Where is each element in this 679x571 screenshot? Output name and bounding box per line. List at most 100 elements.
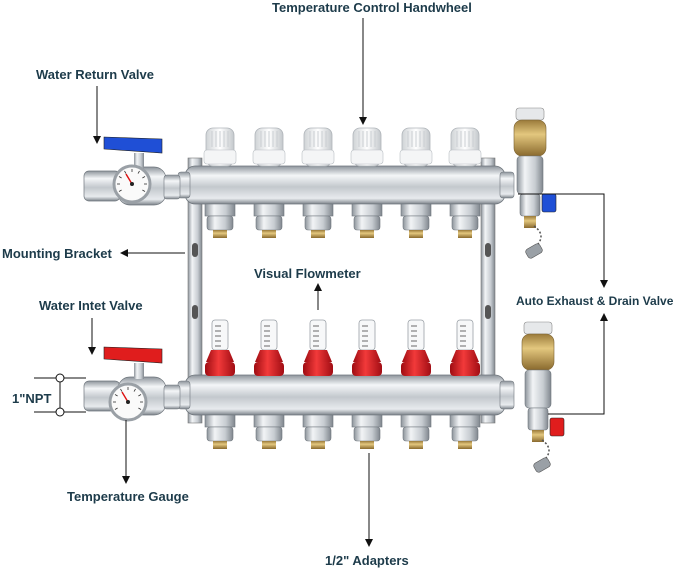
valve-handle [103, 136, 163, 154]
adapter-brass [360, 441, 374, 449]
valve-outlet [163, 384, 181, 410]
adapter-nut [400, 414, 432, 428]
label-mounting-bracket: Mounting Bracket [2, 246, 112, 261]
adapter-brass [360, 230, 374, 238]
air-vent-cap [523, 321, 553, 335]
adapter-nut [204, 203, 236, 217]
npt-marker [55, 373, 65, 383]
temperature-handwheel [203, 127, 237, 167]
flowmeter-red-cone [304, 350, 332, 362]
adapter-body [353, 426, 381, 442]
drain-handle [541, 193, 557, 213]
vent-tee [524, 369, 552, 409]
gauge-tick [114, 394, 118, 397]
label-auto-exhaust-drain-valve: Auto Exhaust & Drain Valve [516, 294, 674, 308]
temperature-handwheel [448, 127, 482, 167]
valve-stem [134, 153, 144, 169]
auto-exhaust-drain-valve-bottom [521, 321, 565, 473]
handwheel-collar [350, 149, 384, 165]
return-adapter [449, 203, 481, 238]
return-adapter [204, 203, 236, 238]
flowmeter-red-nut [205, 362, 235, 376]
adapter-body [206, 215, 234, 231]
adapter-body [255, 426, 283, 442]
return-adapter [253, 203, 285, 238]
handwheel-collar [203, 149, 237, 165]
label-visual-flowmeter: Visual Flowmeter [254, 266, 361, 281]
adapter-body [451, 215, 479, 231]
supply-adapter [253, 414, 285, 449]
auto-exhaust-drain-valve-top [513, 107, 557, 259]
gauge-hub [126, 400, 130, 404]
temperature-handwheel [252, 127, 286, 167]
drain-spout [524, 216, 536, 228]
vent-tee [516, 155, 544, 195]
visual-flowmeter [254, 319, 284, 376]
visual-flowmeter [352, 319, 382, 376]
drain-body [527, 407, 549, 431]
adapter-body [402, 426, 430, 442]
adapter-nut [253, 203, 285, 217]
leader-exhaust-bottom [548, 313, 608, 415]
gauge-hub [130, 182, 134, 186]
return-bar-endcap [499, 171, 515, 199]
visual-flowmeter [303, 319, 333, 376]
adapter-brass [262, 441, 276, 449]
drain-handle [549, 417, 565, 437]
temperature-handwheel [301, 127, 335, 167]
npt-marker [55, 407, 65, 417]
gauge-tick [142, 189, 146, 192]
return-adapter [400, 203, 432, 238]
supply-adapter [400, 414, 432, 449]
adapter-brass [311, 441, 325, 449]
label-temperature-control-handwheel: Temperature Control Handwheel [272, 0, 472, 15]
adapter-nut [204, 414, 236, 428]
bracket-slot [485, 305, 491, 319]
supply-adapter [302, 414, 334, 449]
adapter-brass [409, 441, 423, 449]
flowmeter-red-nut [450, 362, 480, 376]
flowmeter-red-nut [303, 362, 333, 376]
supply-adapter [351, 414, 383, 449]
adapter-body [353, 215, 381, 231]
flowmeter-tube [456, 319, 474, 351]
drain-cap [525, 243, 543, 259]
temperature-handwheel [399, 127, 433, 167]
gauge-tick [124, 170, 127, 174]
flowmeter-red-nut [352, 362, 382, 376]
gauge-tick [118, 176, 122, 179]
visual-flowmeter [401, 319, 431, 376]
return-bar-body [184, 165, 506, 205]
flowmeter-red-nut [254, 362, 284, 376]
flowmeter-tube [358, 319, 376, 351]
handwheel-collar [399, 149, 433, 165]
supply-adapter [204, 414, 236, 449]
valve-outlet [163, 174, 181, 200]
npt-dimension [34, 373, 86, 417]
adapter-body [304, 426, 332, 442]
adapter-nut [253, 414, 285, 428]
gauge-tick [120, 388, 123, 392]
mounting-bracket [187, 157, 496, 424]
gauge-tick [138, 394, 142, 397]
drain-body [519, 193, 541, 217]
handwheel-collar [301, 149, 335, 165]
valve-stem [134, 363, 144, 379]
supply-adapter [449, 414, 481, 449]
adapter-nut [302, 414, 334, 428]
gauge-tick [142, 176, 146, 179]
adapter-brass [409, 230, 423, 238]
adapter-body [206, 426, 234, 442]
air-vent-body [521, 333, 555, 371]
adapter-nut [449, 414, 481, 428]
water-inlet-valve [83, 346, 181, 422]
temperature-handwheel [350, 127, 384, 167]
flowmeter-red-cone [353, 350, 381, 362]
flowmeter-tube [211, 319, 229, 351]
return-adapter [351, 203, 383, 238]
adapter-brass [213, 441, 227, 449]
bracket-slot [485, 243, 491, 257]
flowmeter-red-nut [401, 362, 431, 376]
